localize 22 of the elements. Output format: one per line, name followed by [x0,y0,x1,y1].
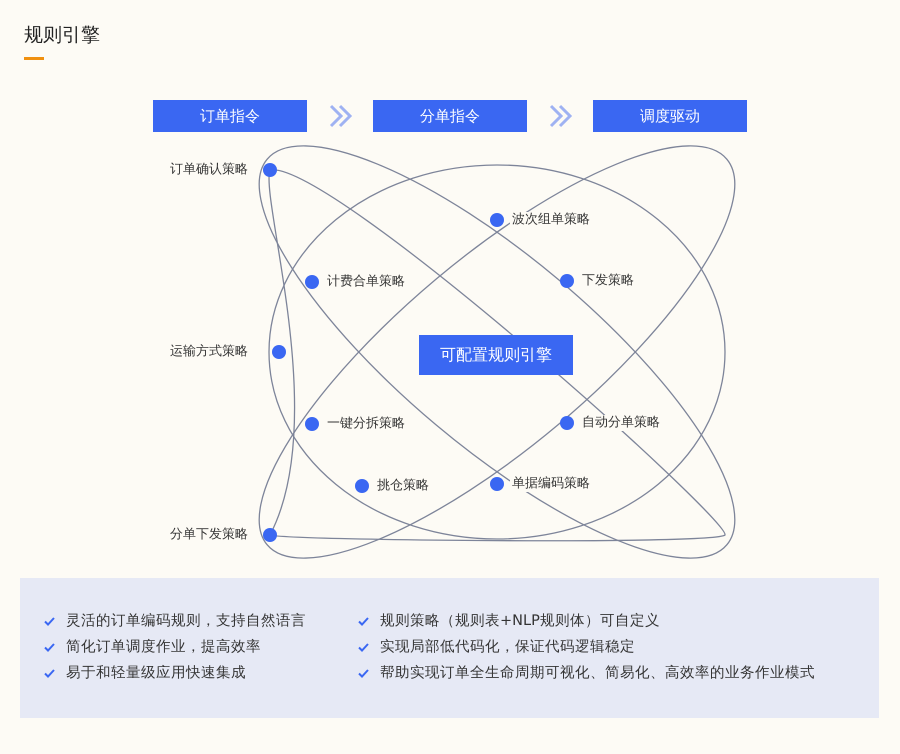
process-box: 可配置规则引擎 [419,335,573,375]
strategy-label: 下发策略 [580,273,636,289]
strategy-label: 分单下发策略 [168,527,250,543]
feature-text: 易于和轻量级应用快速集成 [66,664,246,682]
feature-text: 帮助实现订单全生命周期可视化、简易化、高效率的业务作业模式 [380,664,815,682]
strategy-label: 挑仓策略 [375,478,431,494]
feature-text: 简化订单调度作业，提高效率 [66,638,261,656]
feature-text: 规则策略（规则表+NLP规则体）可自定义 [380,612,660,630]
process-box: 调度驱动 [593,100,747,132]
chevron-arrow [550,104,572,128]
strategy-label: 一键分拆策略 [325,416,407,432]
strategy-label: 订单确认策略 [168,162,250,178]
feature-text: 实现局部低代码化，保证代码逻辑稳定 [380,638,635,656]
strategy-label: 波次组单策略 [510,212,592,228]
process-box: 分单指令 [373,100,527,132]
chevron-arrow [330,104,352,128]
process-box: 订单指令 [153,100,307,132]
page-title: 规则引擎 [24,23,100,48]
feature-text: 灵活的订单编码规则，支持自然语言 [66,612,306,630]
strategy-label: 计费合单策略 [325,274,407,290]
strategy-label: 运输方式策略 [168,344,250,360]
strategy-label: 单据编码策略 [510,476,592,492]
